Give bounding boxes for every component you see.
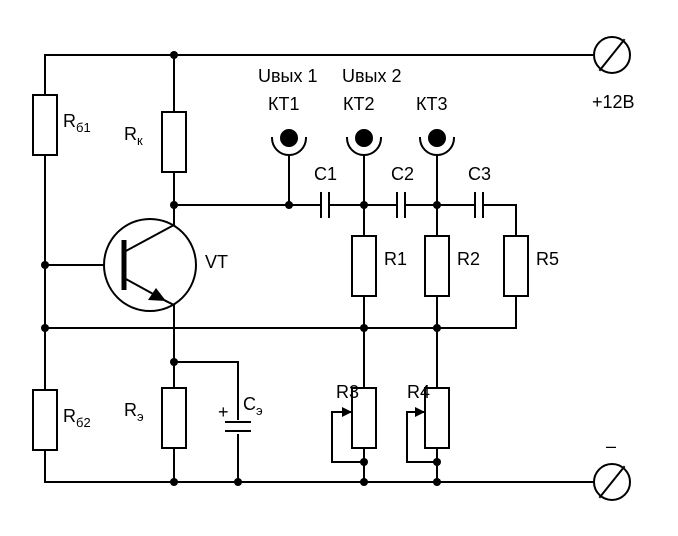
resistor-rk xyxy=(161,111,187,173)
label-c1: C1 xyxy=(314,164,337,184)
label-ce: Cэ xyxy=(243,394,263,418)
test-point-kt1 xyxy=(270,129,308,156)
label-c3: C3 xyxy=(468,164,491,184)
capacitor-c3 xyxy=(474,190,484,220)
capacitor-ce xyxy=(224,420,254,434)
label-r3: R3 xyxy=(336,382,359,402)
resistor-rb2 xyxy=(32,389,58,451)
label-r5: R5 xyxy=(536,249,559,269)
resistor-r5 xyxy=(503,235,529,297)
terminal-minus xyxy=(593,463,631,501)
label-r4: R4 xyxy=(407,382,430,402)
label-kt2: КТ2 xyxy=(343,94,375,114)
label-kt1: КТ1 xyxy=(268,94,300,114)
label-rb1: Rб1 xyxy=(63,111,91,135)
test-point-kt2 xyxy=(345,129,383,156)
label-uout1: Uвых 1 xyxy=(258,66,318,86)
capacitor-c2 xyxy=(396,190,406,220)
label-ce-polarity: + xyxy=(218,402,229,422)
label-kt3: КТ3 xyxy=(416,94,448,114)
resistor-re xyxy=(161,387,187,449)
r4-wiper-arrow-icon xyxy=(415,407,425,417)
label-rk: Rк xyxy=(124,124,143,148)
capacitor-c1 xyxy=(320,190,330,220)
label-r2: R2 xyxy=(457,249,480,269)
variable-resistor-r4 xyxy=(424,387,450,449)
label-vminus: – xyxy=(606,436,616,456)
label-r1: R1 xyxy=(384,249,407,269)
r3-wiper-arrow-icon xyxy=(342,407,352,417)
junction-dots xyxy=(41,51,441,486)
transistor-vt xyxy=(103,218,197,312)
resistor-r1 xyxy=(351,235,377,297)
resistor-r2 xyxy=(424,235,450,297)
label-vplus: +12В xyxy=(592,92,635,112)
label-vt: VT xyxy=(205,252,228,272)
variable-resistor-r3 xyxy=(351,387,377,449)
emitter-arrow-icon xyxy=(148,288,166,301)
label-uout2: Uвых 2 xyxy=(342,66,402,86)
resistor-rb1 xyxy=(32,94,58,156)
label-re: Rэ xyxy=(124,400,144,424)
label-rb2: Rб2 xyxy=(63,406,91,430)
test-point-kt3 xyxy=(418,129,456,156)
label-c2: C2 xyxy=(391,164,414,184)
terminal-plus xyxy=(593,36,631,74)
